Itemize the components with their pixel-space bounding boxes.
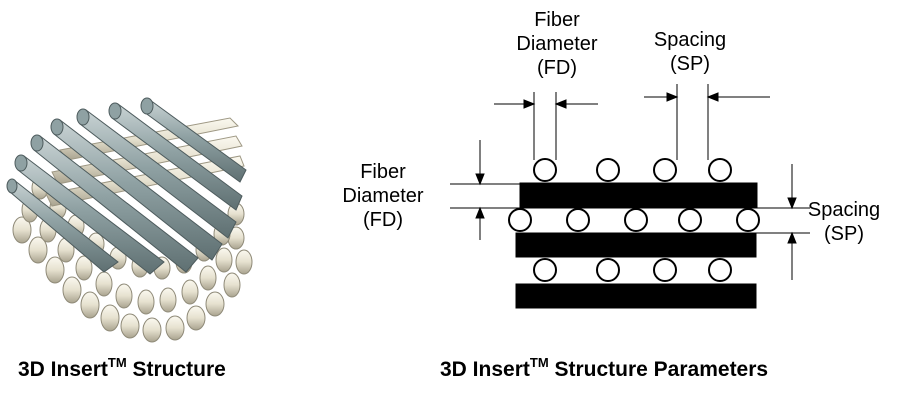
right-caption-suffix: Structure Parameters (548, 358, 769, 381)
fiber-row-middle (508, 208, 760, 232)
left-fd-label: Fiber Diameter (FD) (328, 160, 438, 232)
right-caption-prefix: 3D Insert (440, 358, 530, 381)
scaffold-lower-layers (12, 176, 253, 343)
scaffold-3d-image (6, 97, 253, 343)
right-sp-dimension (756, 164, 810, 280)
top-fd-label-line-1: Fiber (534, 9, 580, 31)
layer-bar-1 (519, 182, 758, 209)
top-fd-dimension (494, 92, 598, 160)
right-sp-label: Spacing (SP) (798, 198, 890, 246)
top-fd-label: Fiber Diameter (FD) (507, 8, 607, 80)
parameters-schematic (450, 84, 810, 309)
right-sp-label-line-1: Spacing (807, 199, 881, 221)
left-caption-suffix: Structure (126, 358, 226, 381)
fiber-row-bottom (533, 258, 732, 282)
layer-bar-2 (515, 232, 757, 258)
scaffold-top-fibers (6, 97, 247, 275)
fiber-row-top (533, 158, 732, 182)
layer-bar-3 (515, 283, 757, 309)
top-sp-label-line-2: (SP) (670, 53, 710, 75)
top-fd-label-line-2: Diameter (516, 33, 598, 55)
left-caption-prefix: 3D Insert (18, 358, 108, 381)
top-sp-label: Spacing (SP) (640, 28, 740, 76)
left-caption-trademark: TM (107, 355, 127, 370)
top-sp-dimension (644, 84, 770, 160)
left-fd-label-line-3: (FD) (363, 209, 403, 231)
top-fd-label-line-3: (FD) (537, 57, 577, 79)
right-sp-label-line-2: (SP) (824, 223, 864, 245)
left-caption: 3D InsertTM Structure (18, 355, 226, 382)
left-fd-dimension (450, 140, 520, 240)
top-sp-label-line-1: Spacing (653, 29, 727, 51)
right-caption: 3D InsertTM Structure Parameters (440, 355, 769, 382)
right-caption-trademark: TM (529, 355, 549, 370)
left-fd-label-line-1: Fiber (360, 161, 406, 183)
left-fd-label-line-2: Diameter (342, 185, 424, 207)
